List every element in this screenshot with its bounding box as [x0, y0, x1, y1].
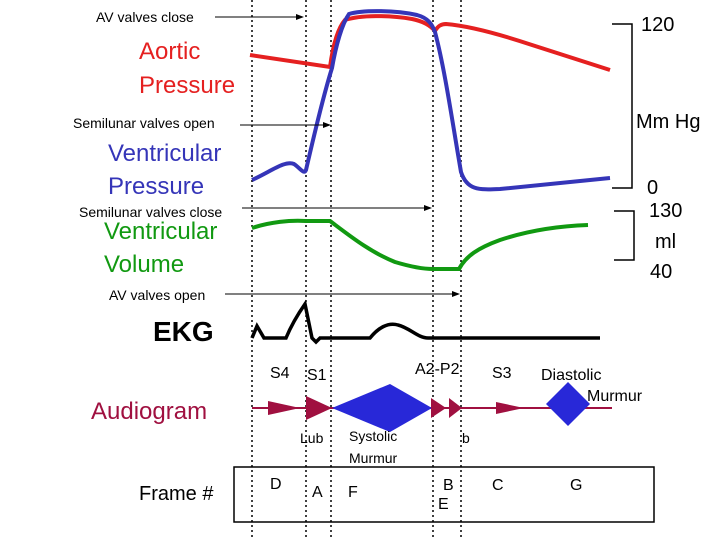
frame-a-label: A — [312, 484, 323, 501]
av-valves-close-label: AV valves close — [96, 9, 194, 25]
frame-box — [233, 466, 655, 523]
aortic-pressure-label-line1: Aortic — [139, 38, 200, 65]
volume-axis-top-label: 130 — [649, 200, 682, 222]
s1-label: S1 — [307, 367, 327, 384]
av-valves-open-arrowhead — [452, 291, 460, 297]
pressure-axis-unit-label: Mm Hg — [636, 111, 700, 133]
volume-axis-bottom-label: 40 — [650, 261, 672, 283]
s3-sound-mark — [496, 402, 524, 414]
systolic-murmur-label-line2: Murmur — [349, 450, 398, 466]
av-valves-open-label: AV valves open — [109, 287, 205, 303]
frame-c-label: C — [492, 477, 504, 494]
ventricular-pressure-curve — [251, 9, 611, 192]
frame-d-label: D — [270, 476, 282, 493]
ventricular-pressure-label-line2: Pressure — [108, 173, 204, 200]
pressure-axis-bracket — [612, 23, 633, 189]
a2-p2-label: A2-P2 — [415, 361, 460, 378]
diastolic-murmur-mark — [546, 382, 590, 426]
systolic-murmur-label-line1: Systolic — [349, 428, 397, 444]
lub-label: Lub — [300, 430, 324, 446]
volume-axis-unit-label: ml — [655, 231, 676, 253]
ventricular-pressure-label-line1: Ventricular — [108, 140, 221, 167]
audiogram-label: Audiogram — [91, 398, 207, 425]
semilunar-close-label: Semilunar valves close — [79, 204, 222, 220]
semilunar-open-arrowhead — [323, 122, 331, 128]
diastolic-murmur-label-line2: Murmur — [587, 388, 643, 405]
semilunar-close-arrowhead — [424, 205, 432, 211]
s1-sound-mark — [306, 396, 332, 420]
pressure-axis-top-label: 120 — [641, 14, 674, 36]
diastolic-murmur-label-line1: Diastolic — [541, 367, 601, 384]
s4-label: S4 — [270, 365, 290, 382]
s4-sound-mark — [268, 401, 300, 415]
ventricular-volume-curve — [251, 218, 589, 271]
av-valves-close-arrowhead — [296, 14, 304, 20]
frame-e-label: E — [438, 496, 449, 513]
frame-b-label: B — [443, 477, 454, 494]
semilunar-open-label: Semilunar valves open — [73, 115, 215, 131]
frame-f-label: F — [348, 484, 358, 501]
s3-label: S3 — [492, 365, 512, 382]
b-label: b — [462, 430, 470, 446]
a2-sound-mark — [431, 398, 446, 418]
frame-g-label: G — [570, 477, 582, 494]
ekg-label: EKG — [153, 316, 214, 347]
pressure-axis-bottom-label: 0 — [647, 177, 658, 199]
frame-label: Frame # — [139, 483, 214, 505]
aortic-pressure-label-line2: Pressure — [139, 72, 235, 99]
p2-sound-mark — [449, 398, 462, 418]
ventricular-volume-label-line1: Ventricular — [104, 218, 217, 245]
volume-axis-bracket — [614, 210, 635, 261]
ekg-trace — [250, 299, 600, 345]
systolic-murmur-mark — [332, 384, 432, 432]
ventricular-volume-label-line2: Volume — [104, 251, 184, 278]
